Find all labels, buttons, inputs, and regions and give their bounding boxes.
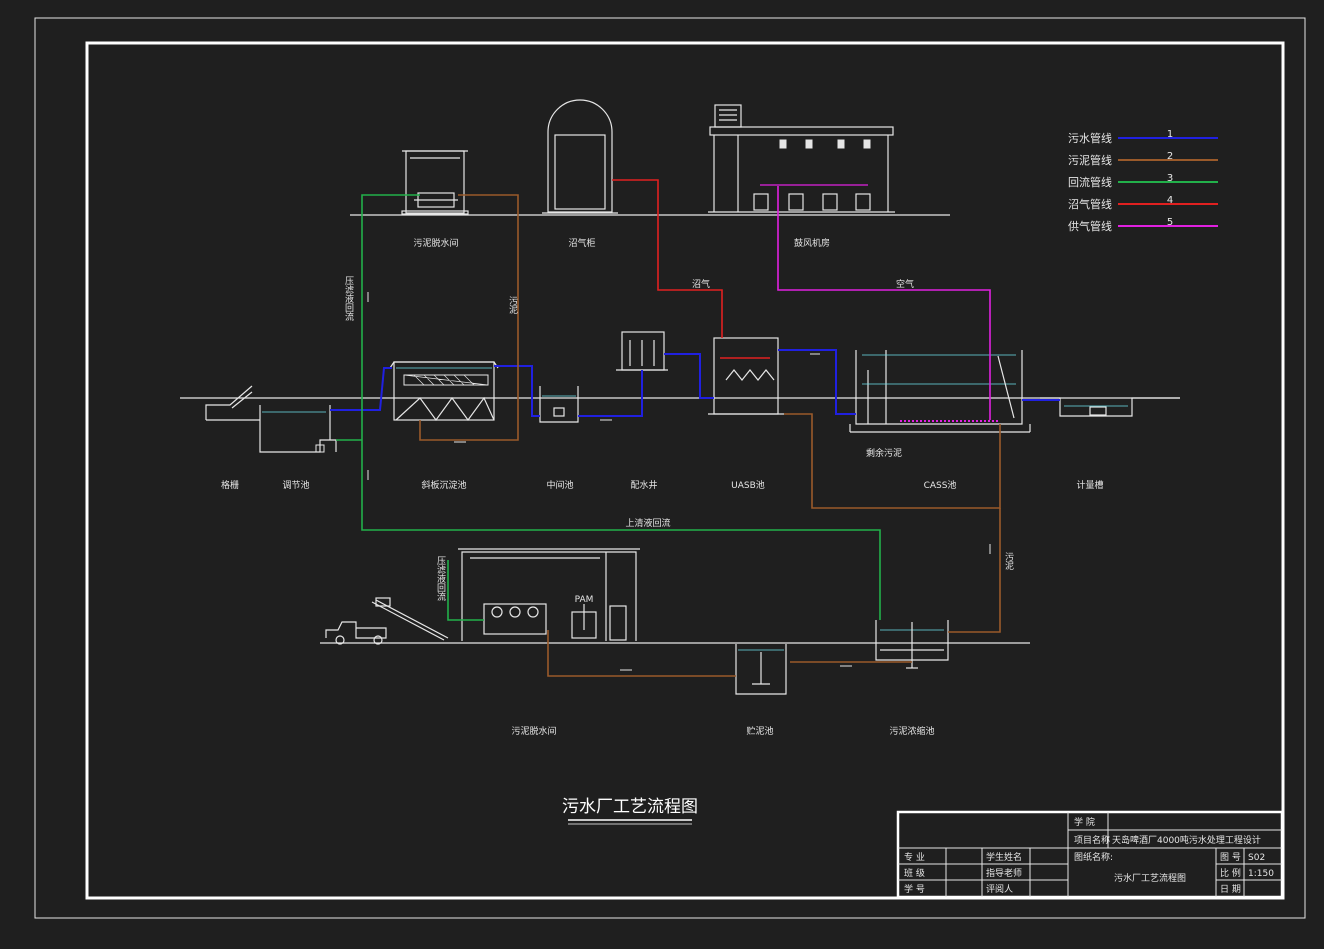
tb-class: 班 级: [904, 867, 925, 879]
regulating-tank: [259, 405, 337, 453]
label-sludge-dewater: 污泥脱水间: [511, 725, 556, 737]
tb-scale-value: 1:150: [1248, 869, 1274, 879]
outer-frame: [34, 17, 1306, 919]
label-cass: CASS池: [924, 479, 957, 491]
legend-number: 4: [1167, 195, 1173, 206]
label-biogas-tank: 沼气柜: [568, 237, 595, 249]
tb-date-label: 日 期: [1220, 884, 1241, 895]
cass-tank: [849, 350, 1031, 433]
legend-label: 沼气管线: [1068, 197, 1112, 211]
label-distribution: 配水井: [630, 479, 657, 491]
tb-drawing-label: 图纸名称:: [1074, 851, 1113, 863]
label-sludge-discharge: 污泥: [507, 295, 518, 315]
legend-number: 1: [1167, 129, 1173, 140]
uasb-tank: [708, 337, 784, 415]
label-supernatant: 上清液回流: [625, 517, 670, 529]
tb-advisor: 指导老师: [986, 867, 1022, 879]
label-thickener: 污泥浓缩池: [889, 725, 934, 737]
flow-arrows: [367, 292, 991, 671]
sludge-pipe-2: [784, 413, 1001, 509]
tb-reviewer: 评阅人: [986, 884, 1013, 895]
legend-label: 回流管线: [1068, 175, 1112, 189]
tb-school-label: 学 院: [1074, 816, 1095, 828]
legend-label: 供气管线: [1068, 219, 1112, 233]
distribution-well: [616, 331, 668, 371]
air-pipe: [777, 186, 991, 420]
tb-fig-no-label: 图 号: [1220, 852, 1241, 863]
inner-frame: [85, 41, 1285, 900]
label-filtrate-return: 压滤液回流: [343, 276, 354, 322]
label-pam: PAM: [575, 595, 594, 605]
label-storage: 贮泥池: [746, 725, 773, 737]
metering-channel: [1040, 397, 1180, 417]
drawing-title: 污水厂工艺流程图: [562, 797, 698, 817]
grille-channel: [205, 385, 260, 421]
label-metering: 计量槽: [1076, 479, 1103, 491]
legend-number: 5: [1167, 217, 1173, 228]
label-sludge-flow: 污泥: [1003, 551, 1014, 571]
wastewater-pipe-4: [664, 353, 714, 399]
label-intermediate: 中间池: [546, 479, 573, 491]
sludge-storage-tank: [735, 644, 787, 695]
sludge-pipe-3: [948, 508, 1001, 633]
tb-project-value: 天岛啤酒厂4000吨污水处理工程设计: [1112, 834, 1261, 846]
label-air-flow: 空气: [896, 278, 914, 290]
wastewater-pipe-3: [578, 370, 643, 417]
label-biogas-flow: 沼气: [692, 278, 710, 290]
label-blower-room: 鼓风机房: [794, 237, 830, 249]
tb-fig-no-value: S02: [1248, 853, 1265, 863]
return-pipe-3: [447, 560, 484, 621]
label-grille: 格栅: [221, 479, 239, 491]
blower-room: [708, 104, 895, 213]
label-inclined-plate: 斜板沉淀池: [421, 479, 466, 491]
wastewater-pipe-1: [330, 367, 392, 411]
sludge-dewater-building: [458, 548, 640, 641]
label-dewater-top: 污泥脱水间: [413, 237, 458, 249]
conveyor-truck: [325, 597, 449, 645]
inclined-plate-tank: [389, 361, 499, 422]
wastewater-pipe-2: [494, 365, 540, 417]
intermediate-tank: [539, 386, 579, 423]
tb-student-no: 学 号: [904, 883, 925, 895]
legend-number: 2: [1167, 151, 1173, 162]
legend-label: 污泥管线: [1068, 153, 1112, 167]
legend-number: 3: [1167, 173, 1173, 184]
tb-drawing-value: 污水厂工艺流程图: [1114, 872, 1186, 884]
pipe-legend: 污水管线 1 污泥管线 2 回流管线 3 沼气管线 4 供气管线 5: [1068, 129, 1218, 233]
tb-major: 专 业: [904, 851, 925, 863]
legend-label: 污水管线: [1068, 131, 1112, 145]
label-sludge-return: 剩余污泥: [866, 447, 902, 459]
sludge-thickener: [875, 620, 949, 669]
label-uasb: UASB池: [731, 479, 765, 491]
tb-student-name: 学生姓名: [986, 851, 1022, 863]
tb-scale-label: 比 例: [1220, 867, 1241, 879]
biogas-tank: [542, 99, 618, 214]
label-filtrate-return-2: 压滤液回流: [435, 556, 446, 602]
label-regulating: 调节池: [282, 479, 309, 491]
title-block: 学 院 项目名称 天岛啤酒厂4000吨污水处理工程设计 图纸名称: 污水厂工艺流…: [896, 810, 1284, 899]
sludge-pipe-5: [547, 630, 736, 677]
wastewater-pipe-5: [778, 349, 856, 415]
tb-project-label: 项目名称: [1074, 834, 1110, 846]
return-pipe-1: [361, 194, 881, 620]
dewater-building-top: [401, 150, 469, 215]
sludge-pipe-1: [419, 194, 519, 441]
biogas-pipe: [612, 179, 723, 338]
